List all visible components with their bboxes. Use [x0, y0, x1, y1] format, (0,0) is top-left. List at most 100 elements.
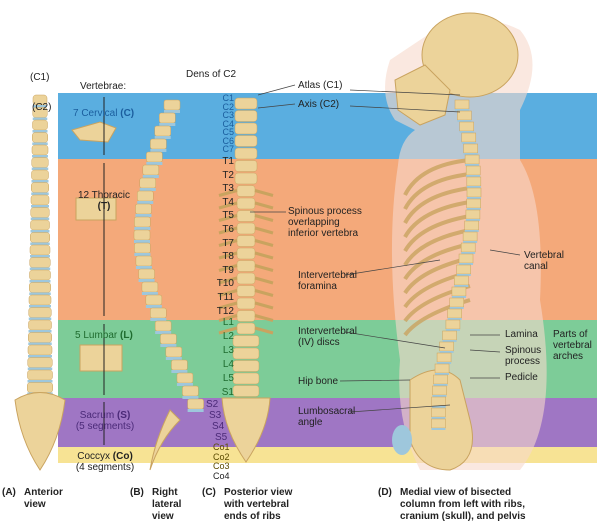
vertebra	[431, 407, 446, 418]
vertebra-label-t2: T2	[222, 169, 234, 181]
vertebra	[232, 360, 260, 372]
vertebra-label-s4: S4	[212, 421, 225, 432]
region-cervical-abbr: (C)	[120, 108, 135, 119]
vertebra-label-l4: L4	[222, 359, 234, 370]
label-c2: (C2)	[32, 102, 52, 113]
vertebra	[31, 157, 49, 168]
vertebra	[27, 344, 53, 356]
vertebra	[236, 310, 256, 322]
vertebra	[28, 332, 52, 343]
vertebra-label-c5: C5	[222, 127, 234, 137]
region-coccyx-sub: (4 segments)	[75, 462, 135, 473]
rib-end	[218, 289, 238, 297]
vertebra	[464, 220, 479, 231]
disc	[463, 241, 478, 243]
vertebra-label-c6: C6	[222, 135, 234, 146]
vertebra	[456, 264, 471, 275]
disc	[449, 307, 464, 309]
vertebra	[465, 209, 481, 220]
rib	[403, 214, 471, 253]
discs-label: Intervertebral(IV) discs	[298, 326, 357, 348]
disc	[31, 205, 49, 208]
vertebra	[234, 160, 258, 172]
vertebra	[30, 207, 50, 218]
disc	[155, 331, 172, 334]
rib	[403, 186, 471, 225]
vertebra-label-co4: Co4	[213, 470, 230, 481]
disc	[159, 123, 176, 126]
disc	[451, 296, 466, 298]
vertebra	[159, 112, 176, 124]
vertebra-label-t3: T3	[222, 183, 234, 195]
vertebra	[459, 121, 474, 132]
disc	[139, 188, 156, 191]
vertebra	[133, 229, 151, 241]
region-sacrum: Sacrum (S)(5 segments)	[65, 410, 145, 432]
vertebra	[236, 222, 256, 235]
disc	[29, 267, 51, 270]
disc	[431, 428, 446, 430]
vertebra	[454, 275, 469, 286]
vertebra	[454, 99, 470, 110]
disc	[27, 380, 53, 383]
leader-line	[344, 259, 441, 276]
region-thoracic: 12 Thoracic(T)	[72, 190, 136, 212]
vertebra	[154, 125, 171, 137]
vertebra	[182, 385, 199, 397]
vertebra	[234, 122, 258, 135]
disc	[160, 344, 177, 347]
hip-bone-label: Hip bone	[298, 376, 339, 387]
disc	[29, 292, 51, 295]
region-thoracic-abbr: (T)	[97, 201, 111, 212]
disc	[138, 279, 155, 282]
region-lumbar-label: 5 Lumbar	[75, 330, 121, 341]
vertebra-label-l2: L2	[222, 331, 234, 342]
thoracic-vertebra	[75, 197, 117, 221]
disc	[31, 192, 49, 195]
disc	[134, 253, 151, 256]
disc	[437, 362, 452, 364]
vertebra	[442, 330, 457, 341]
disc	[30, 230, 50, 233]
vertebra	[165, 346, 183, 358]
disc	[466, 208, 481, 210]
vertebra	[232, 372, 260, 385]
vertebra	[462, 231, 478, 242]
vertebra	[142, 164, 160, 176]
lamina-label: Lamina	[505, 329, 538, 340]
disc	[171, 370, 188, 373]
rib	[403, 172, 471, 210]
disc	[32, 155, 48, 158]
disc	[31, 167, 49, 170]
rib-end	[218, 276, 238, 285]
vertebra-label-t7: T7	[222, 237, 234, 249]
vertebra	[457, 110, 472, 121]
leader-line	[344, 331, 446, 349]
vertebra-label-l5: L5	[222, 373, 234, 384]
disc	[459, 131, 474, 133]
vertebra	[30, 232, 50, 243]
vertebra	[449, 297, 464, 308]
vertebra	[187, 398, 204, 410]
vertebra	[28, 307, 52, 318]
jaw	[394, 64, 451, 126]
vertebra	[236, 260, 256, 272]
region-sacrum-abbr: (S)	[116, 410, 131, 421]
vertebra	[461, 132, 477, 143]
region-coccyx-label: Coccyx	[77, 451, 113, 462]
vertebra	[431, 418, 446, 429]
disc	[431, 417, 446, 419]
sacrum	[14, 392, 66, 471]
disc	[431, 406, 446, 408]
vertebra-label-s2: S2	[206, 399, 219, 410]
disc	[28, 342, 52, 345]
disc	[30, 242, 50, 245]
vertebra	[434, 363, 450, 374]
region-cervical: 7 Cervical (C)	[73, 108, 134, 119]
vertebra-label-s5: S5	[215, 432, 228, 443]
